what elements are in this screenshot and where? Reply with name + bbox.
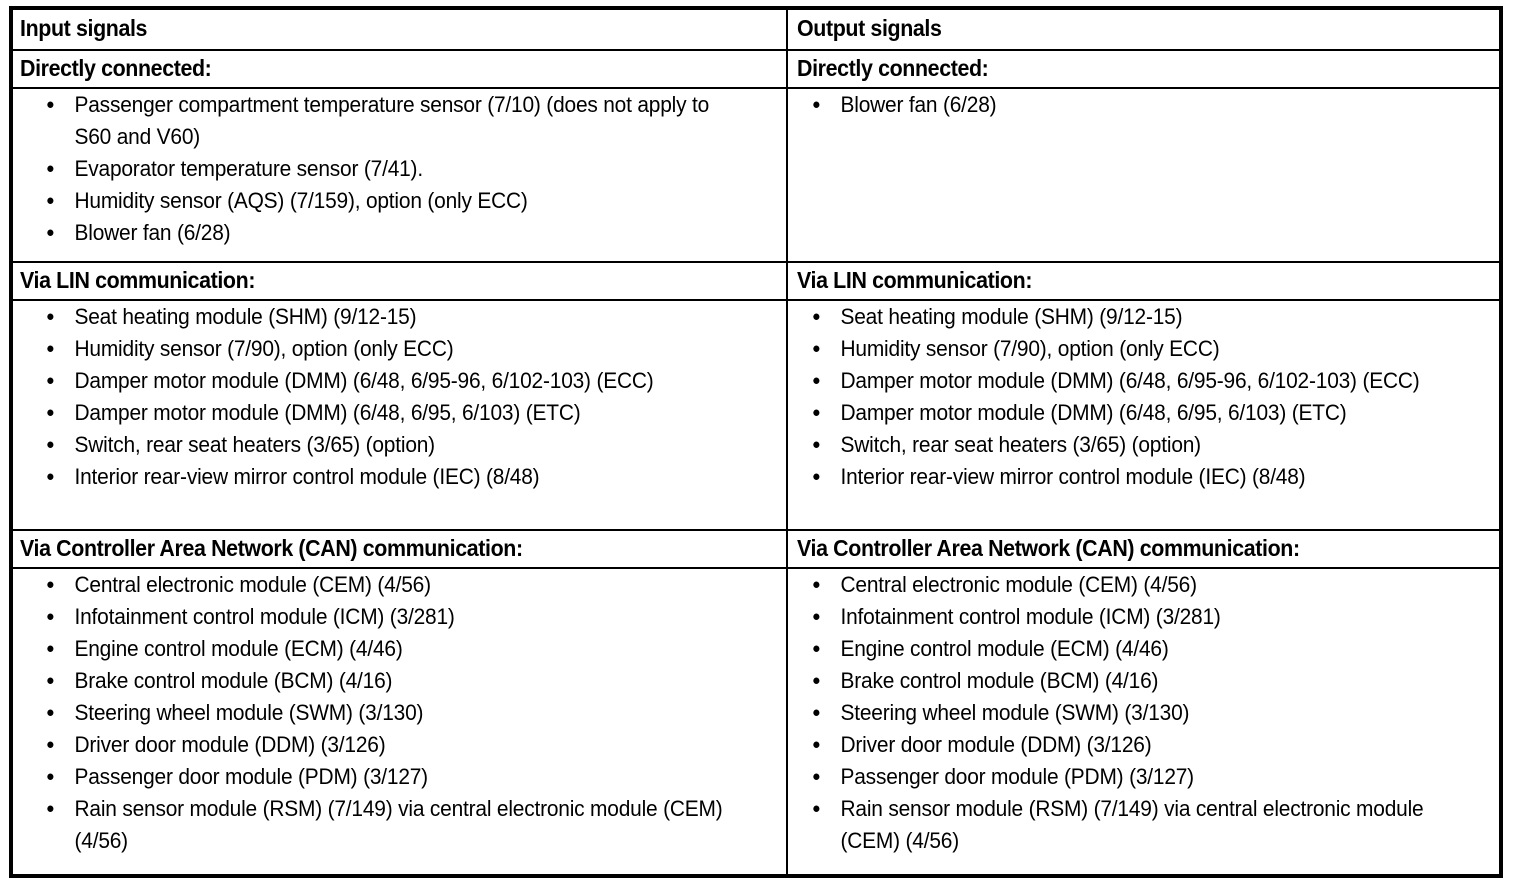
list-item: Infotainment control module (ICM) (3/281… — [46, 601, 741, 633]
list-item: Damper motor module (DMM) (6/48, 6/95, 6… — [46, 397, 741, 429]
list-item: Engine control module (ECM) (4/46) — [812, 633, 1436, 665]
section-header-row-lin: Via LIN communication: Via LIN communica… — [13, 262, 1499, 302]
section-header-cell-directly-connected-input: Directly connected: — [13, 50, 788, 88]
signal-list-can-output: Central electronic module (CEM) (4/56) I… — [788, 569, 1499, 857]
section-header-row-can: Via Controller Area Network (CAN) commun… — [13, 530, 1499, 570]
list-item: Central electronic module (CEM) (4/56) — [812, 569, 1436, 601]
section-header-cell-directly-connected-output: Directly connected: — [788, 51, 1499, 88]
list-item: Blower fan (6/28) — [812, 89, 1436, 121]
section-header-cell-can-output: Via Controller Area Network (CAN) commun… — [788, 531, 1499, 568]
list-item: Rain sensor module (RSM) (7/149) via cen… — [812, 793, 1436, 857]
section-body-cell-lin-output: Seat heating module (SHM) (9/12-15) Humi… — [788, 301, 1499, 528]
section-header-cell-lin-input: Via LIN communication: — [13, 262, 788, 300]
list-item: Damper motor module (DMM) (6/48, 6/95-96… — [812, 365, 1436, 397]
section-header-label-can-input: Via Controller Area Network (CAN) commun… — [20, 535, 523, 562]
list-item: Switch, rear seat heaters (3/65) (option… — [812, 429, 1436, 461]
signal-list-directly-connected-input: Passenger compartment temperature sensor… — [13, 89, 786, 249]
signal-list-can-input: Central electronic module (CEM) (4/56) I… — [13, 569, 786, 857]
section-header-row-directly-connected: Directly connected: Directly connected: — [13, 50, 1499, 90]
list-item: Damper motor module (DMM) (6/48, 6/95, 6… — [812, 397, 1436, 429]
list-item: Humidity sensor (AQS) (7/159), option (o… — [46, 185, 741, 217]
list-item: Passenger compartment temperature sensor… — [46, 89, 741, 153]
section-header-label-lin-output: Via LIN communication: — [797, 267, 1033, 294]
list-item: Humidity sensor (7/90), option (only ECC… — [812, 333, 1436, 365]
column-header-output-signals: Output signals — [788, 10, 1499, 49]
section-header-label-lin-input: Via LIN communication: — [20, 267, 256, 294]
signal-list-lin-output: Seat heating module (SHM) (9/12-15) Humi… — [788, 301, 1499, 493]
list-item: Central electronic module (CEM) (4/56) — [46, 569, 741, 601]
section-body-cell-directly-connected-output: Blower fan (6/28) — [788, 89, 1499, 261]
section-header-label-directly-connected-output: Directly connected: — [797, 54, 989, 81]
section-body-cell-can-output: Central electronic module (CEM) (4/56) I… — [788, 569, 1499, 874]
list-item: Passenger door module (PDM) (3/127) — [46, 761, 741, 793]
list-item: Interior rear-view mirror control module… — [46, 461, 741, 493]
list-item: Interior rear-view mirror control module… — [812, 461, 1436, 493]
column-header-label-input: Input signals — [20, 15, 148, 42]
list-item: Passenger door module (PDM) (3/127) — [812, 761, 1436, 793]
section-body-row-can: Central electronic module (CEM) (4/56) I… — [13, 569, 1499, 874]
list-item: Switch, rear seat heaters (3/65) (option… — [46, 429, 741, 461]
section-body-row-directly-connected: Passenger compartment temperature sensor… — [13, 89, 1499, 263]
section-body-cell-directly-connected-input: Passenger compartment temperature sensor… — [13, 89, 788, 261]
column-header-label-output: Output signals — [797, 15, 942, 42]
list-item: Brake control module (BCM) (4/16) — [812, 665, 1436, 697]
list-item: Humidity sensor (7/90), option (only ECC… — [46, 333, 741, 365]
list-item: Seat heating module (SHM) (9/12-15) — [812, 301, 1436, 333]
list-item: Blower fan (6/28) — [46, 217, 741, 249]
section-header-cell-can-input: Via Controller Area Network (CAN) commun… — [13, 530, 788, 568]
section-body-cell-lin-input: Seat heating module (SHM) (9/12-15) Humi… — [13, 301, 788, 529]
section-header-label-directly-connected-input: Directly connected: — [20, 54, 212, 81]
list-item: Driver door module (DDM) (3/126) — [812, 729, 1436, 761]
section-header-label-can-output: Via Controller Area Network (CAN) commun… — [797, 535, 1300, 562]
list-item: Seat heating module (SHM) (9/12-15) — [46, 301, 741, 333]
list-item: Engine control module (ECM) (4/46) — [46, 633, 741, 665]
list-item: Steering wheel module (SWM) (3/130) — [812, 697, 1436, 729]
list-item: Damper motor module (DMM) (6/48, 6/95-96… — [46, 365, 741, 397]
column-header-input-signals: Input signals — [13, 10, 788, 49]
list-item: Rain sensor module (RSM) (7/149) via cen… — [46, 793, 741, 857]
list-item: Steering wheel module (SWM) (3/130) — [46, 697, 741, 729]
section-body-row-lin: Seat heating module (SHM) (9/12-15) Humi… — [13, 301, 1499, 531]
list-item: Driver door module (DDM) (3/126) — [46, 729, 741, 761]
list-item: Brake control module (BCM) (4/16) — [46, 665, 741, 697]
signal-list-lin-input: Seat heating module (SHM) (9/12-15) Humi… — [13, 301, 786, 493]
list-item: Infotainment control module (ICM) (3/281… — [812, 601, 1436, 633]
list-item: Evaporator temperature sensor (7/41). — [46, 153, 741, 185]
signal-list-directly-connected-output: Blower fan (6/28) — [788, 89, 1499, 121]
section-body-cell-can-input: Central electronic module (CEM) (4/56) I… — [13, 569, 788, 874]
section-header-cell-lin-output: Via LIN communication: — [788, 263, 1499, 300]
signal-table: Input signals Output signals Directly co… — [9, 6, 1503, 878]
table-grid: Input signals Output signals Directly co… — [13, 10, 1499, 874]
table-header-row: Input signals Output signals — [13, 10, 1499, 51]
